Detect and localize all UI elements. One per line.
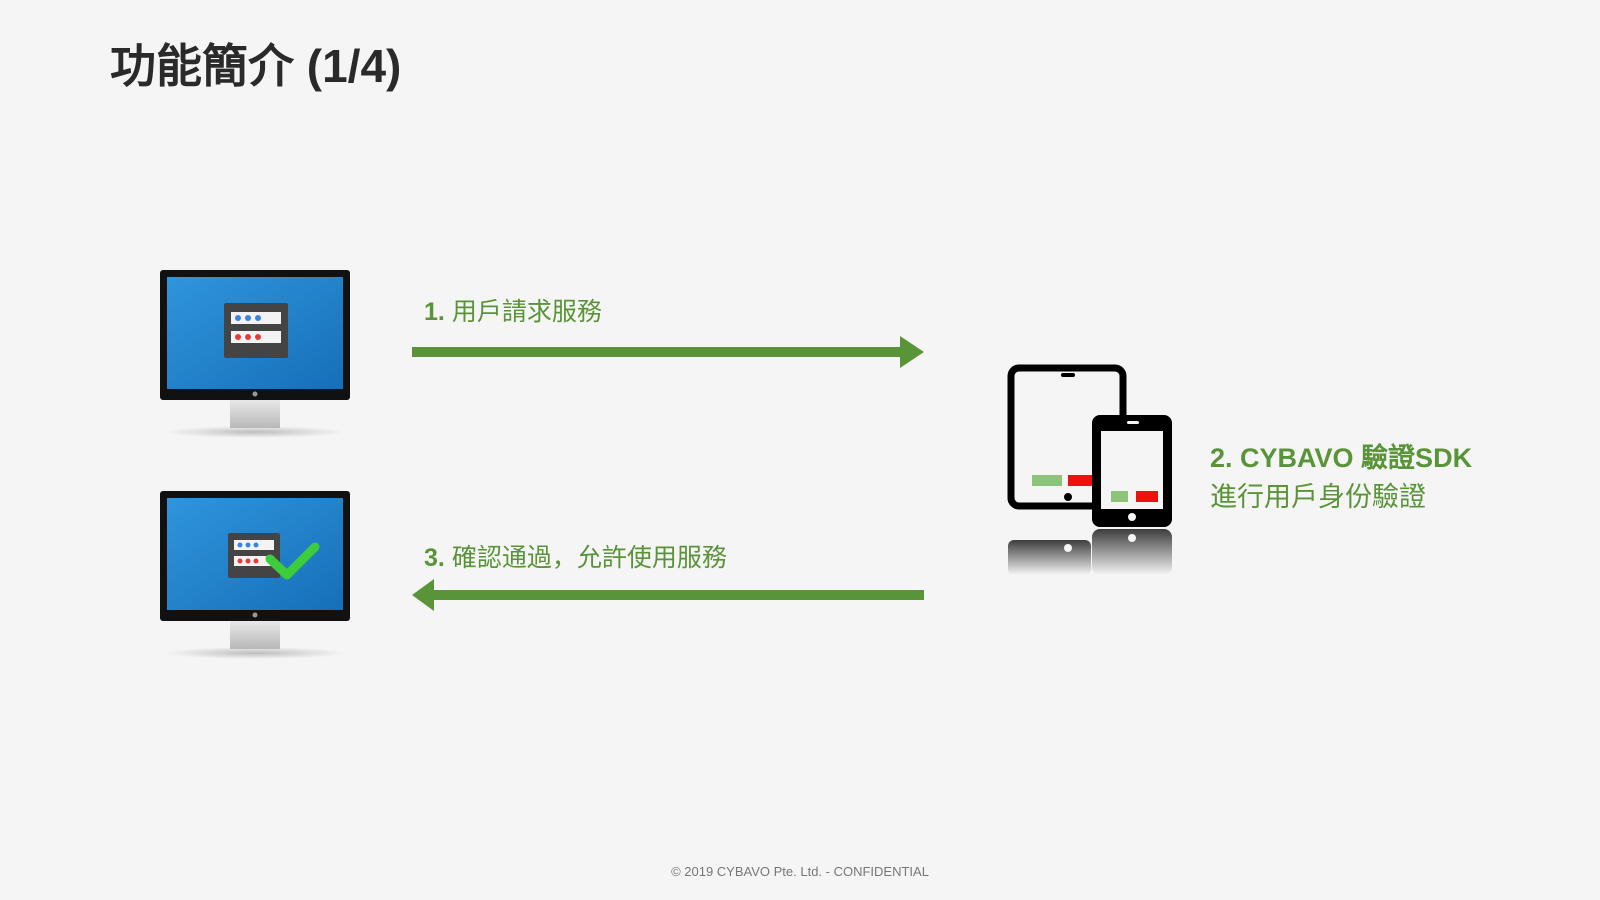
monitor-login-icon — [160, 270, 350, 438]
monitor-approved-icon — [160, 491, 350, 659]
page-title: 功能簡介 (1/4) — [110, 40, 402, 92]
mobile-devices-icon — [1007, 364, 1172, 575]
step2-title: CYBAVO 驗證SDK — [1240, 443, 1473, 473]
checkmark-icon — [265, 542, 320, 580]
step3-label: 3. 確認通過，允許使用服務 — [424, 538, 727, 574]
step1-label: 1. 用戶請求服務 — [424, 292, 602, 328]
arrow-right-icon — [412, 336, 924, 368]
step2-line1: 2. CYBAVO 驗證SDK — [1210, 436, 1472, 475]
arrow-left-icon — [412, 579, 924, 611]
step2-number: 2. — [1210, 443, 1233, 473]
step3-text: 確認通過，允許使用服務 — [451, 544, 727, 572]
footer-copyright: © 2019 CYBAVO Pte. Ltd. - CONFIDENTIAL — [671, 864, 929, 879]
step2-line2: 進行用戶身份驗證 — [1210, 482, 1426, 512]
step3-number: 3. — [424, 544, 445, 572]
step2-label: 2. CYBAVO 驗證SDK 進行用戶身份驗證 — [1210, 436, 1472, 514]
step1-number: 1. — [424, 298, 445, 326]
step1-text: 用戶請求服務 — [451, 298, 602, 326]
